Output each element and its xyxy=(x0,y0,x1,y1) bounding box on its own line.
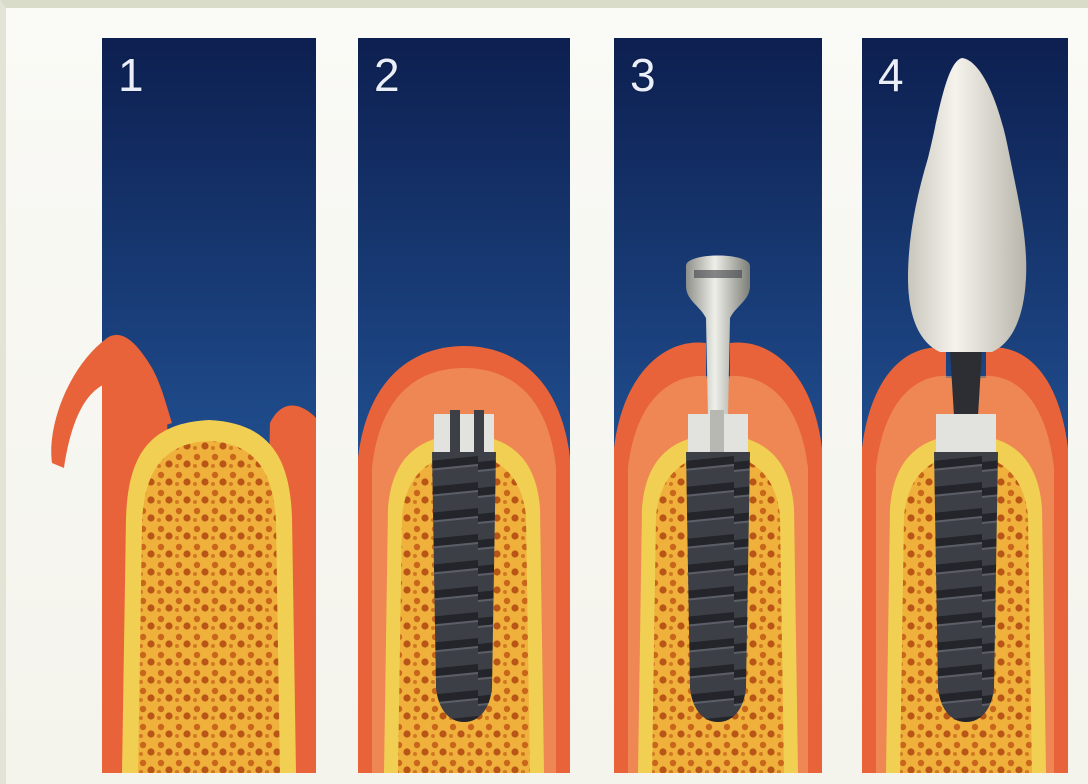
implant-screw xyxy=(686,452,750,722)
step-number: 3 xyxy=(630,52,655,98)
panel-step-1: 1 xyxy=(102,38,316,773)
step-1-illustration xyxy=(102,38,316,773)
panel-step-2: 2 xyxy=(358,38,570,773)
implant-screw xyxy=(934,452,998,722)
implant-collar xyxy=(710,410,724,456)
panel-step-3: 3 xyxy=(614,38,822,773)
step-number: 2 xyxy=(374,52,399,98)
implant-head-slot xyxy=(450,410,460,456)
step-4-illustration xyxy=(862,38,1068,773)
abutment-neck xyxy=(950,350,982,416)
bone-cancellous xyxy=(138,441,280,773)
step-number: 1 xyxy=(118,52,143,98)
step-3-illustration xyxy=(614,38,822,773)
step-number: 4 xyxy=(878,52,903,98)
panel-step-4: 4 xyxy=(862,38,1068,773)
abutment-groove xyxy=(694,270,742,278)
implant-screw xyxy=(432,452,496,722)
implant-head-slot xyxy=(474,410,484,456)
implant-head xyxy=(936,414,996,454)
step-2-illustration xyxy=(358,38,570,773)
implant-head xyxy=(434,414,494,454)
